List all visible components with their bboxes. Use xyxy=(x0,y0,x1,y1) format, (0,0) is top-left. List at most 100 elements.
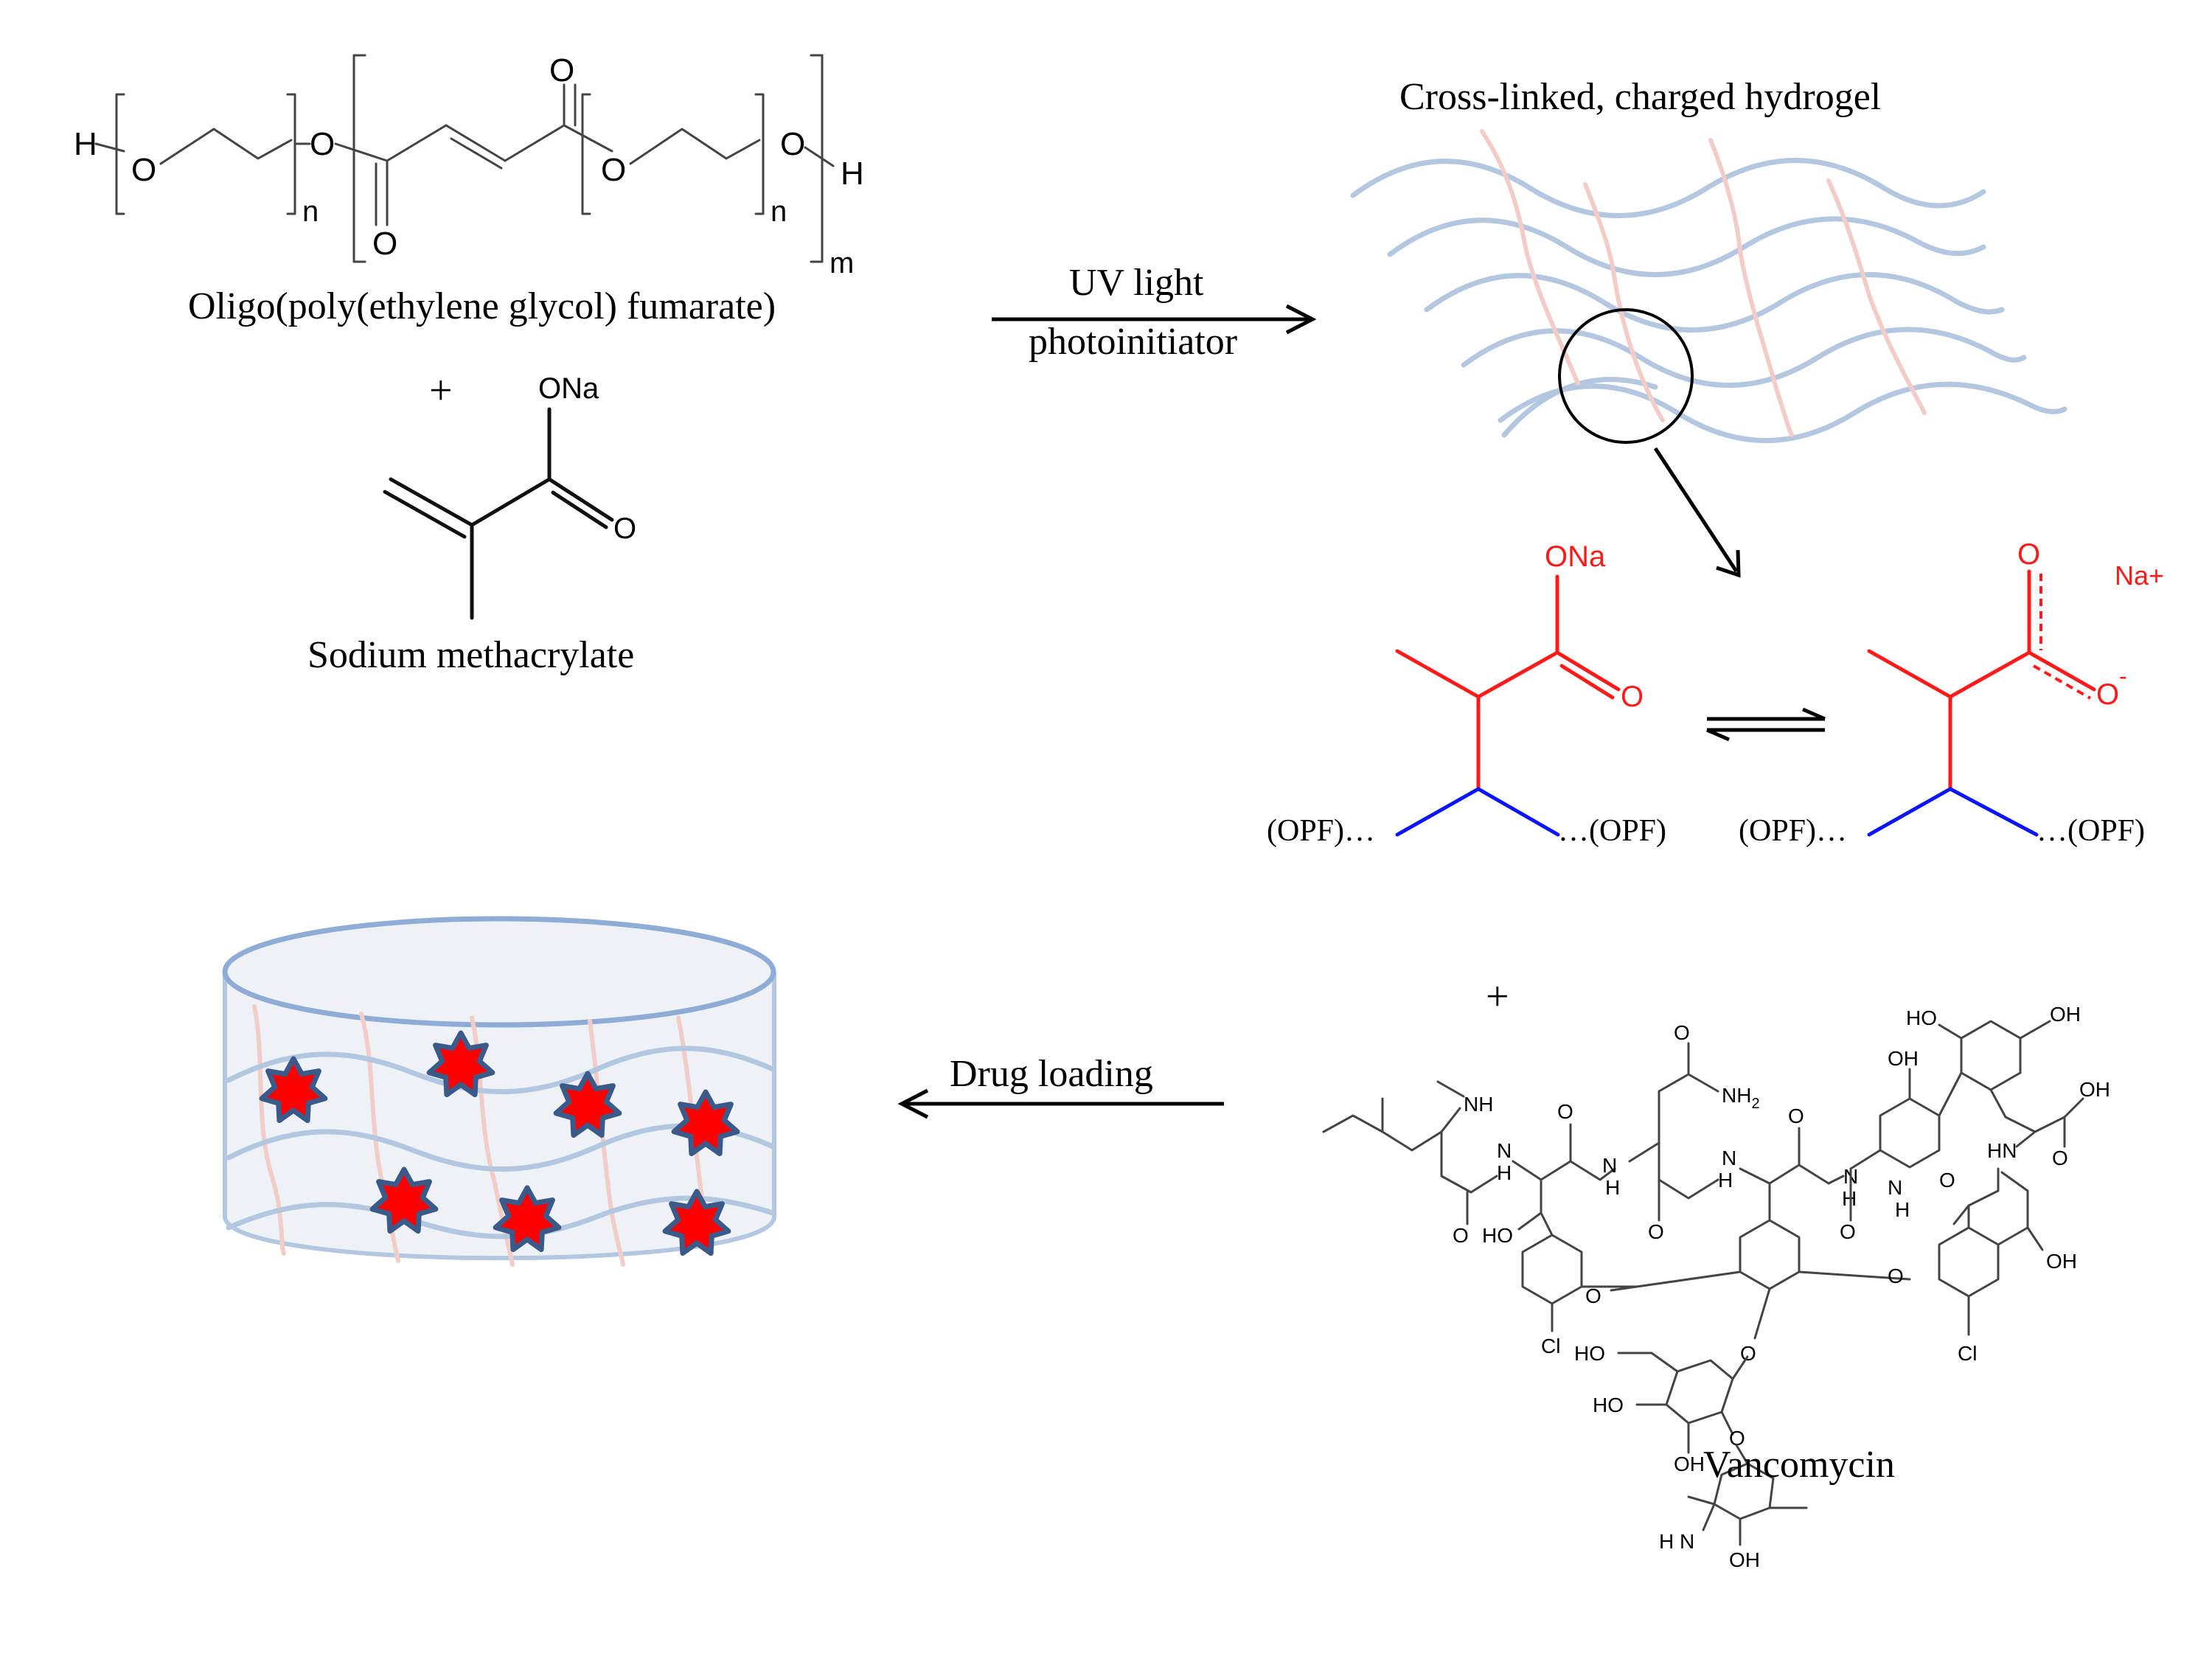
vancomycin-name: Vancomycin xyxy=(1703,1444,1895,1486)
vanco-h-4: H xyxy=(1842,1187,1857,1210)
vanco-ring-left xyxy=(1521,1234,1583,1305)
vanco-bond xyxy=(1440,1107,1461,1133)
crosslink-3 xyxy=(1708,138,1794,437)
photoinitiator-label: photoinitiator xyxy=(1029,321,1237,363)
vanco-nh2-sub: 2 xyxy=(1751,1096,1759,1112)
cylinder-top xyxy=(222,916,776,1028)
vanco-o-1: O xyxy=(1453,1224,1469,1247)
ion-minus: - xyxy=(2119,663,2127,689)
ion-methyl xyxy=(1867,649,1952,699)
vanco-h-1: H xyxy=(1497,1161,1512,1184)
vanco-hn: HN xyxy=(1987,1139,2017,1162)
methacrylate-vinyl xyxy=(389,477,474,527)
ion-backbone-left xyxy=(1867,787,1952,837)
drug-molecule-star xyxy=(259,1056,328,1124)
vanco-bond xyxy=(1569,1160,1616,1181)
vanco-bond xyxy=(1849,1149,1882,1170)
vanco-o-4: O xyxy=(1648,1220,1664,1243)
vanco-oh-6: OH xyxy=(1729,1548,1760,1571)
charged-unit-neutral: ONa O (OPF)… …(OPF) xyxy=(1267,540,1666,848)
vanco-o-11: O xyxy=(1740,1342,1756,1365)
vanco-o-3: O xyxy=(1674,1021,1690,1044)
polymer-chain-1 xyxy=(1350,158,1986,218)
drug-molecule-star xyxy=(662,1189,731,1256)
opf-peg-chain-1 xyxy=(159,128,293,165)
opf-h-left: H xyxy=(74,126,97,162)
opf-structure: H O n O O O O n O H m xyxy=(74,52,864,279)
unit-carbonyl-2 xyxy=(1559,664,1615,700)
ion-backbone-right xyxy=(1948,787,2039,837)
vanco-n-5: N xyxy=(1888,1176,1902,1199)
methacrylate-carbonyl xyxy=(547,477,614,522)
equilibrium-arrows xyxy=(1706,707,1826,742)
cyl-chain-1 xyxy=(226,1046,776,1095)
vanco-ring-right xyxy=(1938,1226,2000,1298)
hydrogel-network xyxy=(1350,129,2067,444)
plus-sign-1: + xyxy=(429,368,453,414)
opf-atom-o3: O xyxy=(372,226,397,262)
vanco-o-2: O xyxy=(1557,1100,1573,1123)
crosslink-2 xyxy=(1583,182,1665,422)
vanco-bond xyxy=(1322,1097,1384,1133)
plus-sign-2: + xyxy=(1486,974,1509,1020)
vanco-bond xyxy=(1650,1352,1679,1373)
vanco-nh-1: NH xyxy=(1464,1093,1493,1116)
reverse-arrow-head xyxy=(1706,728,1730,742)
ion-dashed-co xyxy=(2033,664,2091,700)
ion-co xyxy=(2027,650,2096,692)
opf-atom-o1: O xyxy=(131,152,156,188)
vanco-n-1: N xyxy=(1497,1139,1512,1162)
methacrylate-name: Sodium methacrylate xyxy=(307,634,634,676)
opf-bond xyxy=(94,142,125,153)
vanco-oh-5: OH xyxy=(1674,1453,1705,1475)
cyl-crosslink-4 xyxy=(588,1019,625,1267)
vanco-h-2: H xyxy=(1605,1176,1620,1199)
vanco-bond xyxy=(2000,1171,2029,1229)
vanco-bond xyxy=(1938,1023,1963,1040)
opf-bond xyxy=(504,124,566,162)
ion-o: O xyxy=(2017,538,2040,571)
vanco-bond xyxy=(1720,1411,1734,1436)
unit-opf-left: (OPF)… xyxy=(1267,814,1375,848)
vanco-bond xyxy=(1381,1130,1443,1152)
vanco-n-3: N xyxy=(1722,1147,1736,1169)
vanco-h2n: H N xyxy=(1659,1530,1694,1553)
drug-molecule-star xyxy=(493,1185,562,1253)
vanco-bond xyxy=(1440,1130,1498,1194)
methacrylate-o: O xyxy=(613,512,636,545)
unit-carbonyl xyxy=(1555,650,1621,692)
vanco-bond xyxy=(1798,1270,1911,1281)
vanco-oh-1: OH xyxy=(2046,1250,2077,1273)
vanco-ho-3: HO xyxy=(1574,1342,1605,1365)
opf-atom-o4: O xyxy=(549,52,574,88)
polymer-chain-4 xyxy=(1461,327,2027,388)
drug-molecule-star xyxy=(553,1071,622,1138)
opf-name: Oligo(poly(ethylene glycol) fumarate) xyxy=(188,285,776,327)
vanco-nh2: NH2 xyxy=(1722,1084,1760,1112)
opf-bond xyxy=(804,146,835,167)
zoom-arrow xyxy=(1653,447,1739,573)
hydrogel-title: Cross-linked, charged hydrogel xyxy=(1399,76,1881,118)
vanco-cl-1: Cl xyxy=(1541,1335,1560,1357)
unit-bond xyxy=(1476,650,1559,699)
drug-molecule-star xyxy=(369,1166,439,1234)
vanco-bond xyxy=(1731,1355,1749,1380)
vanco-bond xyxy=(1952,1204,1970,1225)
vanco-o-10: O xyxy=(1840,1220,1856,1243)
opf-bond xyxy=(334,142,389,162)
zoom-circle xyxy=(1558,308,1694,444)
uv-light-label: UV light xyxy=(1069,262,1204,304)
opf-bracket-2-close xyxy=(754,93,765,215)
polymer-chain-6 xyxy=(1501,377,1658,438)
ion-opf-left: (OPF)… xyxy=(1739,814,1847,848)
crosslink-4 xyxy=(1826,178,1927,415)
cylinder-body xyxy=(223,972,776,1261)
vanco-bond xyxy=(2063,1097,2084,1119)
vanco-bond xyxy=(1436,1080,1465,1098)
vanco-o-5: O xyxy=(1788,1105,1804,1127)
vanco-o-7: O xyxy=(1888,1265,1904,1287)
charged-unit-ionized: O Na+ O - (OPF)… …(OPF) xyxy=(1739,538,2164,848)
vanco-o-6: O xyxy=(1585,1284,1601,1307)
vanco-oh-2: OH xyxy=(1888,1047,1919,1070)
opf-bond xyxy=(386,124,448,162)
